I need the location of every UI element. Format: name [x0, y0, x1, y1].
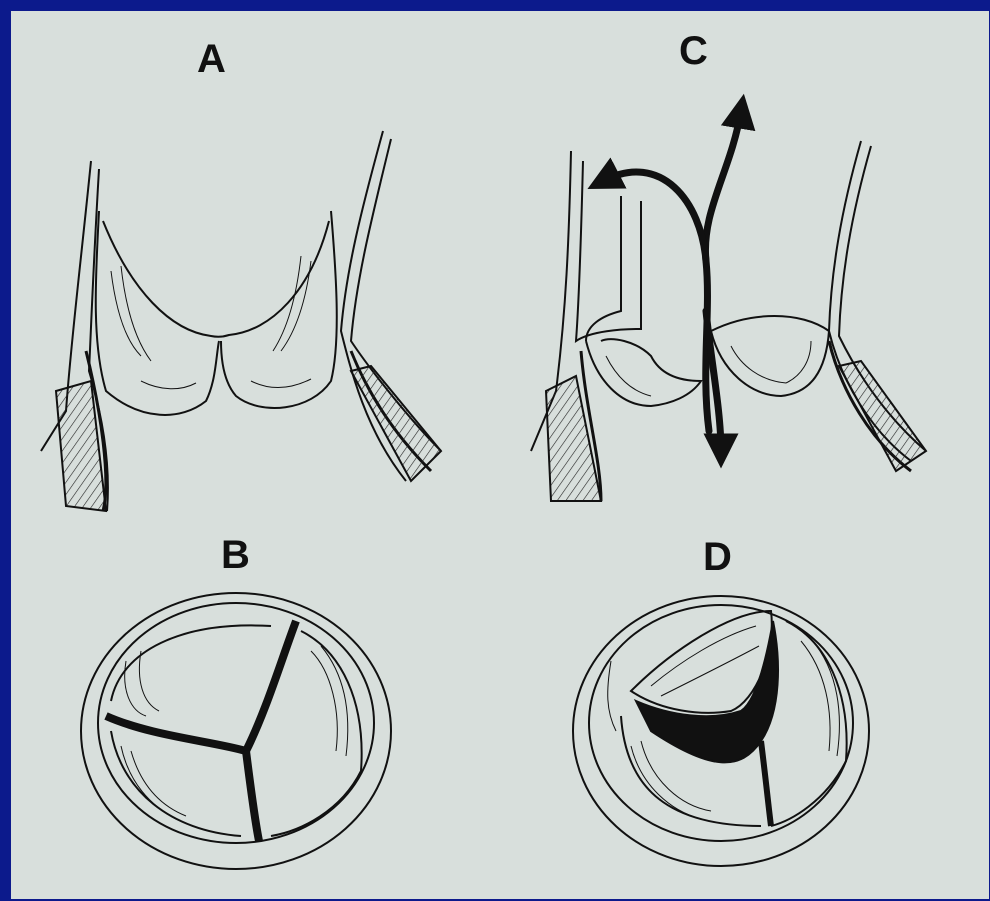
arrow-up-forward-flow — [705, 111, 741, 431]
leaflet-shading — [111, 256, 311, 389]
regurgitant-orifice — [636, 621, 778, 762]
illustration-plate: A C B D — [11, 11, 989, 899]
sinus-right — [221, 211, 337, 408]
commissure-b-bottom — [246, 751, 259, 841]
arrow-left-curve-flow — [603, 172, 706, 261]
aortic-wall-c-left-line — [586, 196, 621, 341]
panel-c-regurgitant-valve-side — [531, 141, 926, 501]
panel-label-d: D — [703, 537, 732, 577]
panel-b-tricuspid-valve-top — [81, 593, 391, 869]
panel-label-b: B — [221, 535, 250, 575]
right-leaflet — [711, 316, 829, 396]
leaflet-free-edges — [103, 221, 329, 337]
myocardium-c-right — [839, 361, 926, 471]
panel-label-a: A — [197, 39, 226, 79]
panel-label-c: C — [679, 31, 708, 71]
commissure-b-left — [106, 716, 246, 751]
sinus-left — [96, 211, 219, 415]
myocardium-right — [351, 366, 441, 481]
valve-illustration — [11, 11, 989, 899]
myocardium-left — [56, 381, 106, 511]
annulus-outer-b — [81, 593, 391, 869]
leaflet-b-top-left — [111, 625, 271, 701]
panel-a-closed-valve-side — [41, 131, 441, 511]
flow-arrows — [603, 111, 741, 451]
prolapsed-leaflet — [586, 339, 701, 406]
commissure-b-top — [246, 621, 296, 751]
panel-d-prolapse-valve-top — [573, 596, 869, 866]
